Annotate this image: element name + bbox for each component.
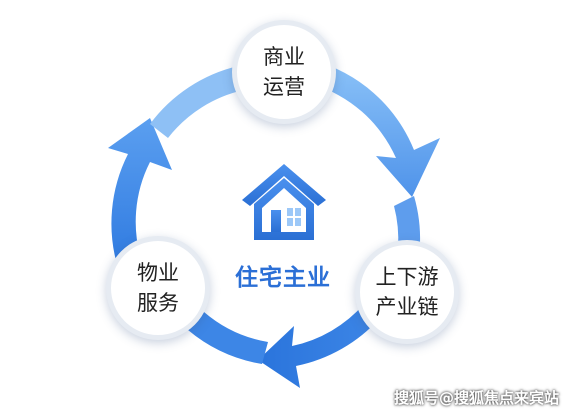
watermark: 搜狐号@搜狐焦点来宾站 xyxy=(393,389,559,407)
house-icon xyxy=(242,164,326,240)
arc-bottom-left xyxy=(188,312,268,364)
arc-right xyxy=(394,196,421,248)
arc-bottom xyxy=(258,304,380,388)
arc-top-right xyxy=(312,60,440,197)
node-label: 上下游产业链 xyxy=(375,265,439,319)
center-title: 住宅主业 xyxy=(235,265,331,291)
arc-top xyxy=(150,66,244,138)
node-commercial-operation: 商业运营 xyxy=(232,20,336,124)
node-property-service: 物业服务 xyxy=(106,236,210,340)
node-industry-chain: 上下游产业链 xyxy=(355,240,459,344)
node-label: 商业运营 xyxy=(263,45,305,99)
arc-left xyxy=(108,118,172,268)
node-label: 物业服务 xyxy=(137,261,179,315)
